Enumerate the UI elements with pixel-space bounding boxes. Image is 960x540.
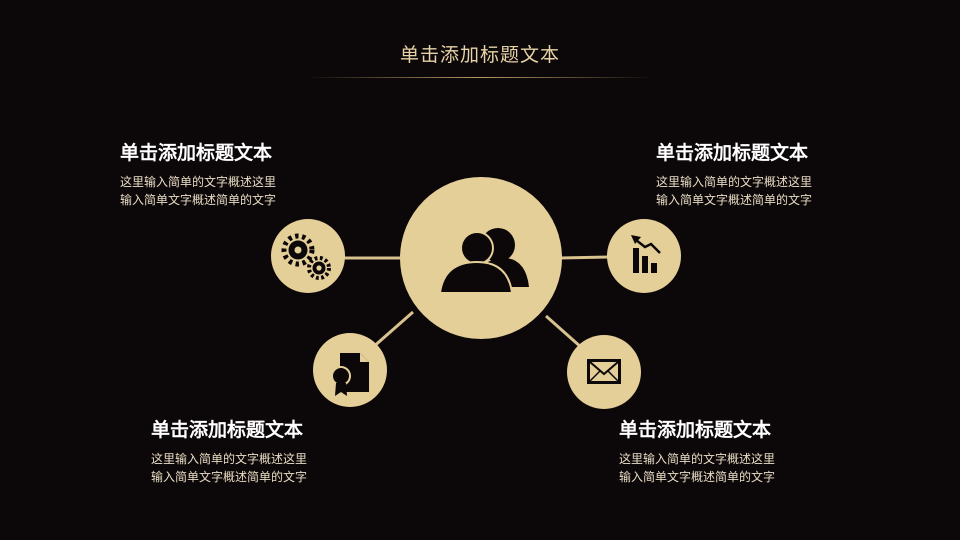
- description-line: 这里输入简单的文字概述这里: [619, 452, 776, 466]
- chart-trend-icon: [631, 235, 661, 273]
- description-line: 这里输入简单的文字概述这里: [151, 452, 308, 466]
- title-divider: [305, 77, 655, 78]
- certificate-icon: [331, 353, 369, 396]
- text-block-bottom-left: 单击添加标题文本 这里输入简单的文字概述这里 输入简单文字概述简单的文字: [151, 418, 307, 486]
- description-line: 输入简单文字概述简单的文字: [120, 193, 277, 207]
- block-title: 单击添加标题文本: [619, 419, 772, 441]
- description-line: 这里输入简单的文字概述这里: [656, 175, 813, 189]
- block-description: 这里输入简单的文字概述这里 输入简单文字概述简单的文字: [619, 450, 775, 486]
- envelope-icon: [587, 359, 621, 384]
- text-block-top-left: 单击添加标题文本 这里输入简单的文字概述这里 输入简单文字概述简单的文字: [120, 141, 276, 209]
- block-title: 单击添加标题文本: [151, 419, 304, 441]
- gears-icon: [281, 233, 331, 280]
- text-block-top-right: 单击添加标题文本 这里输入简单的文字概述这里 输入简单文字概述简单的文字: [656, 141, 812, 209]
- block-description: 这里输入简单的文字概述这里 输入简单文字概述简单的文字: [120, 173, 276, 209]
- connector-bottom-right: [545, 314, 583, 350]
- description-line: 输入简单文字概述简单的文字: [619, 470, 776, 484]
- description-line: 输入简单文字概述简单的文字: [151, 470, 308, 484]
- connector-right: [559, 255, 610, 260]
- block-title: 单击添加标题文本: [120, 142, 273, 164]
- connector-bottom-left: [371, 310, 414, 350]
- description-line: 输入简单文字概述简单的文字: [656, 193, 813, 207]
- text-block-bottom-right: 单击添加标题文本 这里输入简单的文字概述这里 输入简单文字概述简单的文字: [619, 418, 775, 486]
- block-title: 单击添加标题文本: [656, 142, 809, 164]
- users-icon: [438, 228, 529, 294]
- description-line: 这里输入简单的文字概述这里: [120, 175, 277, 189]
- page-title: 单击添加标题文本: [399, 44, 560, 66]
- block-description: 这里输入简单的文字概述这里 输入简单文字概述简单的文字: [151, 450, 307, 486]
- block-description: 这里输入简单的文字概述这里 输入简单文字概述简单的文字: [656, 173, 812, 209]
